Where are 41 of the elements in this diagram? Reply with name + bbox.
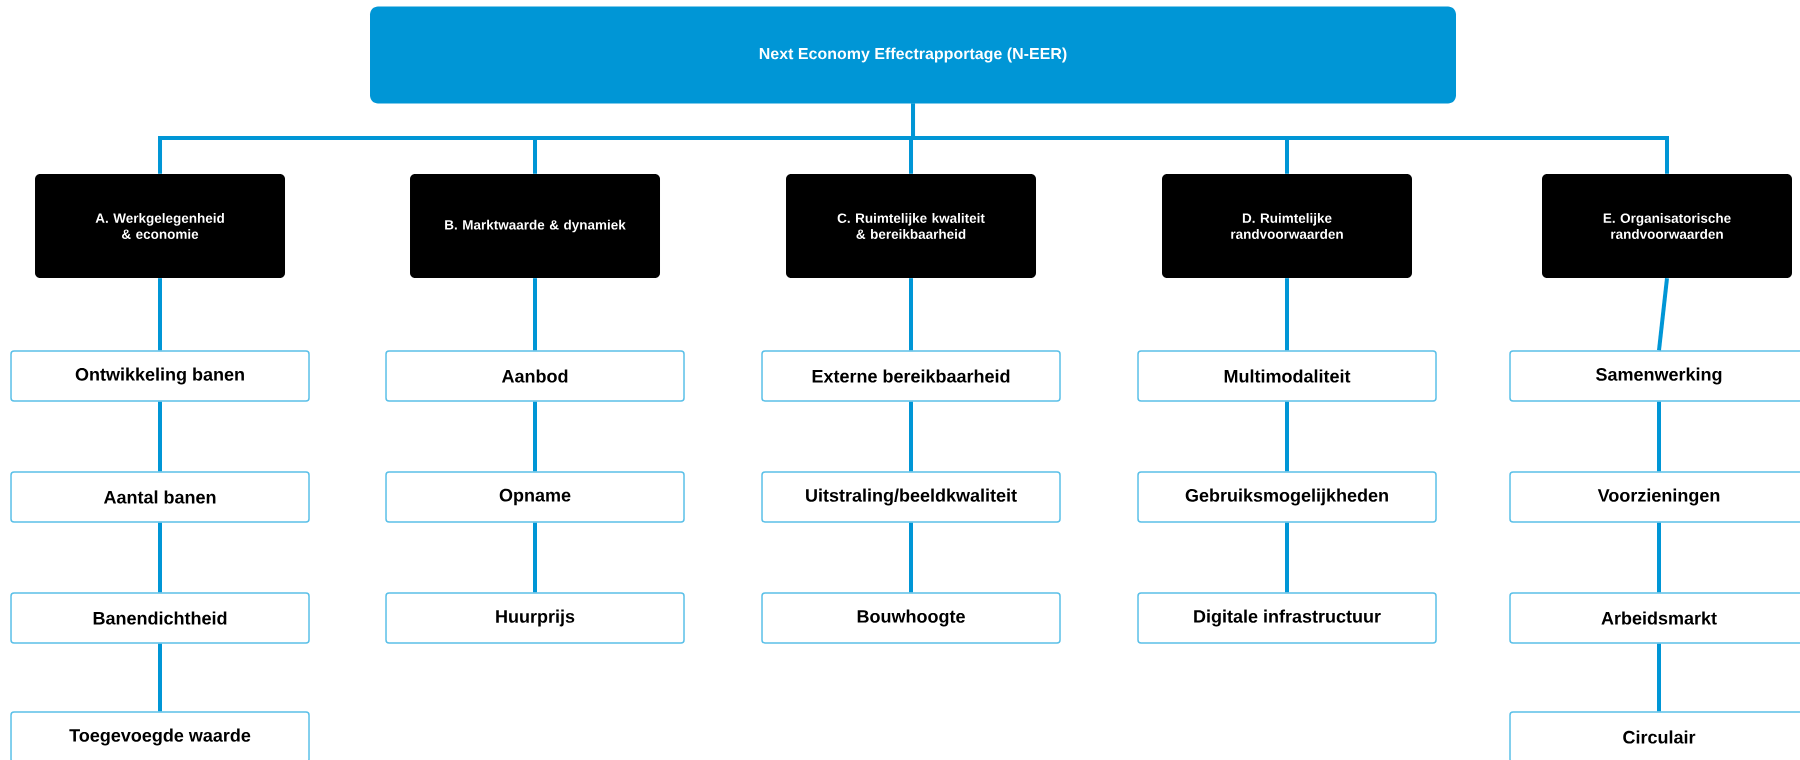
connector-line <box>1657 401 1661 472</box>
connector-line <box>1285 522 1289 593</box>
category-box: B. Marktwaarde & dynamiek <box>410 174 660 278</box>
item-box: Externe bereikbaarheid <box>761 350 1061 402</box>
item-box: Toegevoegde waarde <box>10 711 310 760</box>
connector-line <box>533 522 537 593</box>
connector-line <box>909 278 913 351</box>
item-box: Aantal banen <box>10 471 310 523</box>
category-box: D. Ruimtelijke randvoorwaarden <box>1162 174 1412 278</box>
connector-line <box>158 401 162 472</box>
item-box: Digitale infrastructuur <box>1137 592 1437 644</box>
item-box: Voorzieningen <box>1509 471 1800 523</box>
connector-line <box>533 278 537 351</box>
connector-line <box>909 401 913 472</box>
item-box: Huurprijs <box>385 592 685 644</box>
item-box: Multimodaliteit <box>1137 350 1437 402</box>
category-box: E. Organisatorische randvoorwaarden <box>1542 174 1792 278</box>
item-box: Aanbod <box>385 350 685 402</box>
item-box: Uitstraling/beeldkwaliteit <box>761 471 1061 523</box>
connector-line <box>1657 522 1661 593</box>
connector-line <box>1285 401 1289 472</box>
connector-line <box>158 522 162 593</box>
category-box: C. Ruimtelijke kwaliteit & bereikbaarheid <box>786 174 1036 278</box>
connector-line <box>909 522 913 593</box>
item-box: Ontwikkeling banen <box>10 350 310 402</box>
item-box: Bouwhoogte <box>761 592 1061 644</box>
connector-line <box>1657 643 1661 712</box>
item-box: Opname <box>385 471 685 523</box>
connector-line <box>158 643 162 712</box>
title-box: Next Economy Effectrapportage (N-EER) <box>370 6 1456 104</box>
connector-line <box>1657 277 1669 351</box>
connector-line <box>911 103 1669 174</box>
category-box: A. Werkgelegenheid & economie <box>35 174 285 278</box>
item-box: Circulair <box>1509 711 1800 760</box>
connector-line <box>1285 278 1289 351</box>
item-box: Samenwerking <box>1509 350 1800 402</box>
connector-line <box>533 401 537 472</box>
item-box: Gebruiksmogelijkheden <box>1137 471 1437 523</box>
item-box: Arbeidsmarkt <box>1509 592 1800 644</box>
connector-line <box>158 278 162 351</box>
item-box: Banendichtheid <box>10 592 310 644</box>
